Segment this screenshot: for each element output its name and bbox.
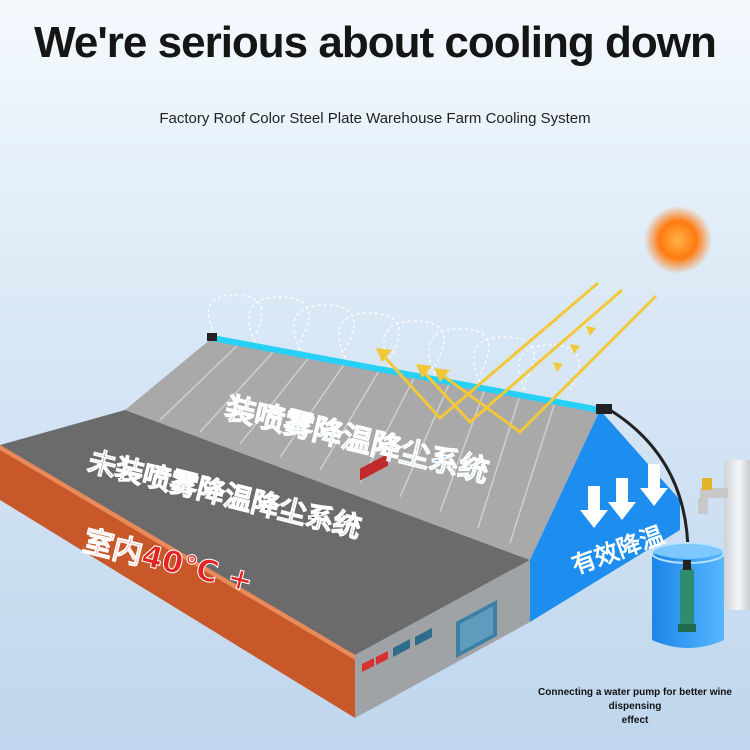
pump-caption: Connecting a water pump for better wine … (520, 686, 750, 728)
page-title: We're serious about cooling down (34, 18, 717, 67)
sun-icon (644, 206, 712, 274)
water-pump-icon (678, 560, 696, 632)
window (376, 651, 388, 665)
down-arrow-icon (580, 464, 668, 528)
roof-without-spray (0, 410, 530, 655)
caption-line-1: Connecting a water pump for better wine … (538, 687, 732, 712)
sun-rays (378, 281, 658, 434)
caption-line-2: effect (621, 715, 649, 726)
side-wall (355, 560, 530, 718)
page-subtitle: Factory Roof Color Steel Plate Warehouse… (159, 110, 591, 127)
spray-pipe (211, 335, 601, 413)
roof-with-spray (125, 338, 600, 560)
window (415, 628, 432, 646)
water-tank (724, 460, 750, 610)
spray-mist-icon (207, 294, 580, 391)
gable-end (530, 410, 680, 622)
window (393, 639, 410, 657)
water-tap-icon (698, 478, 728, 514)
window (362, 658, 374, 672)
warehouse-wall (0, 445, 355, 718)
